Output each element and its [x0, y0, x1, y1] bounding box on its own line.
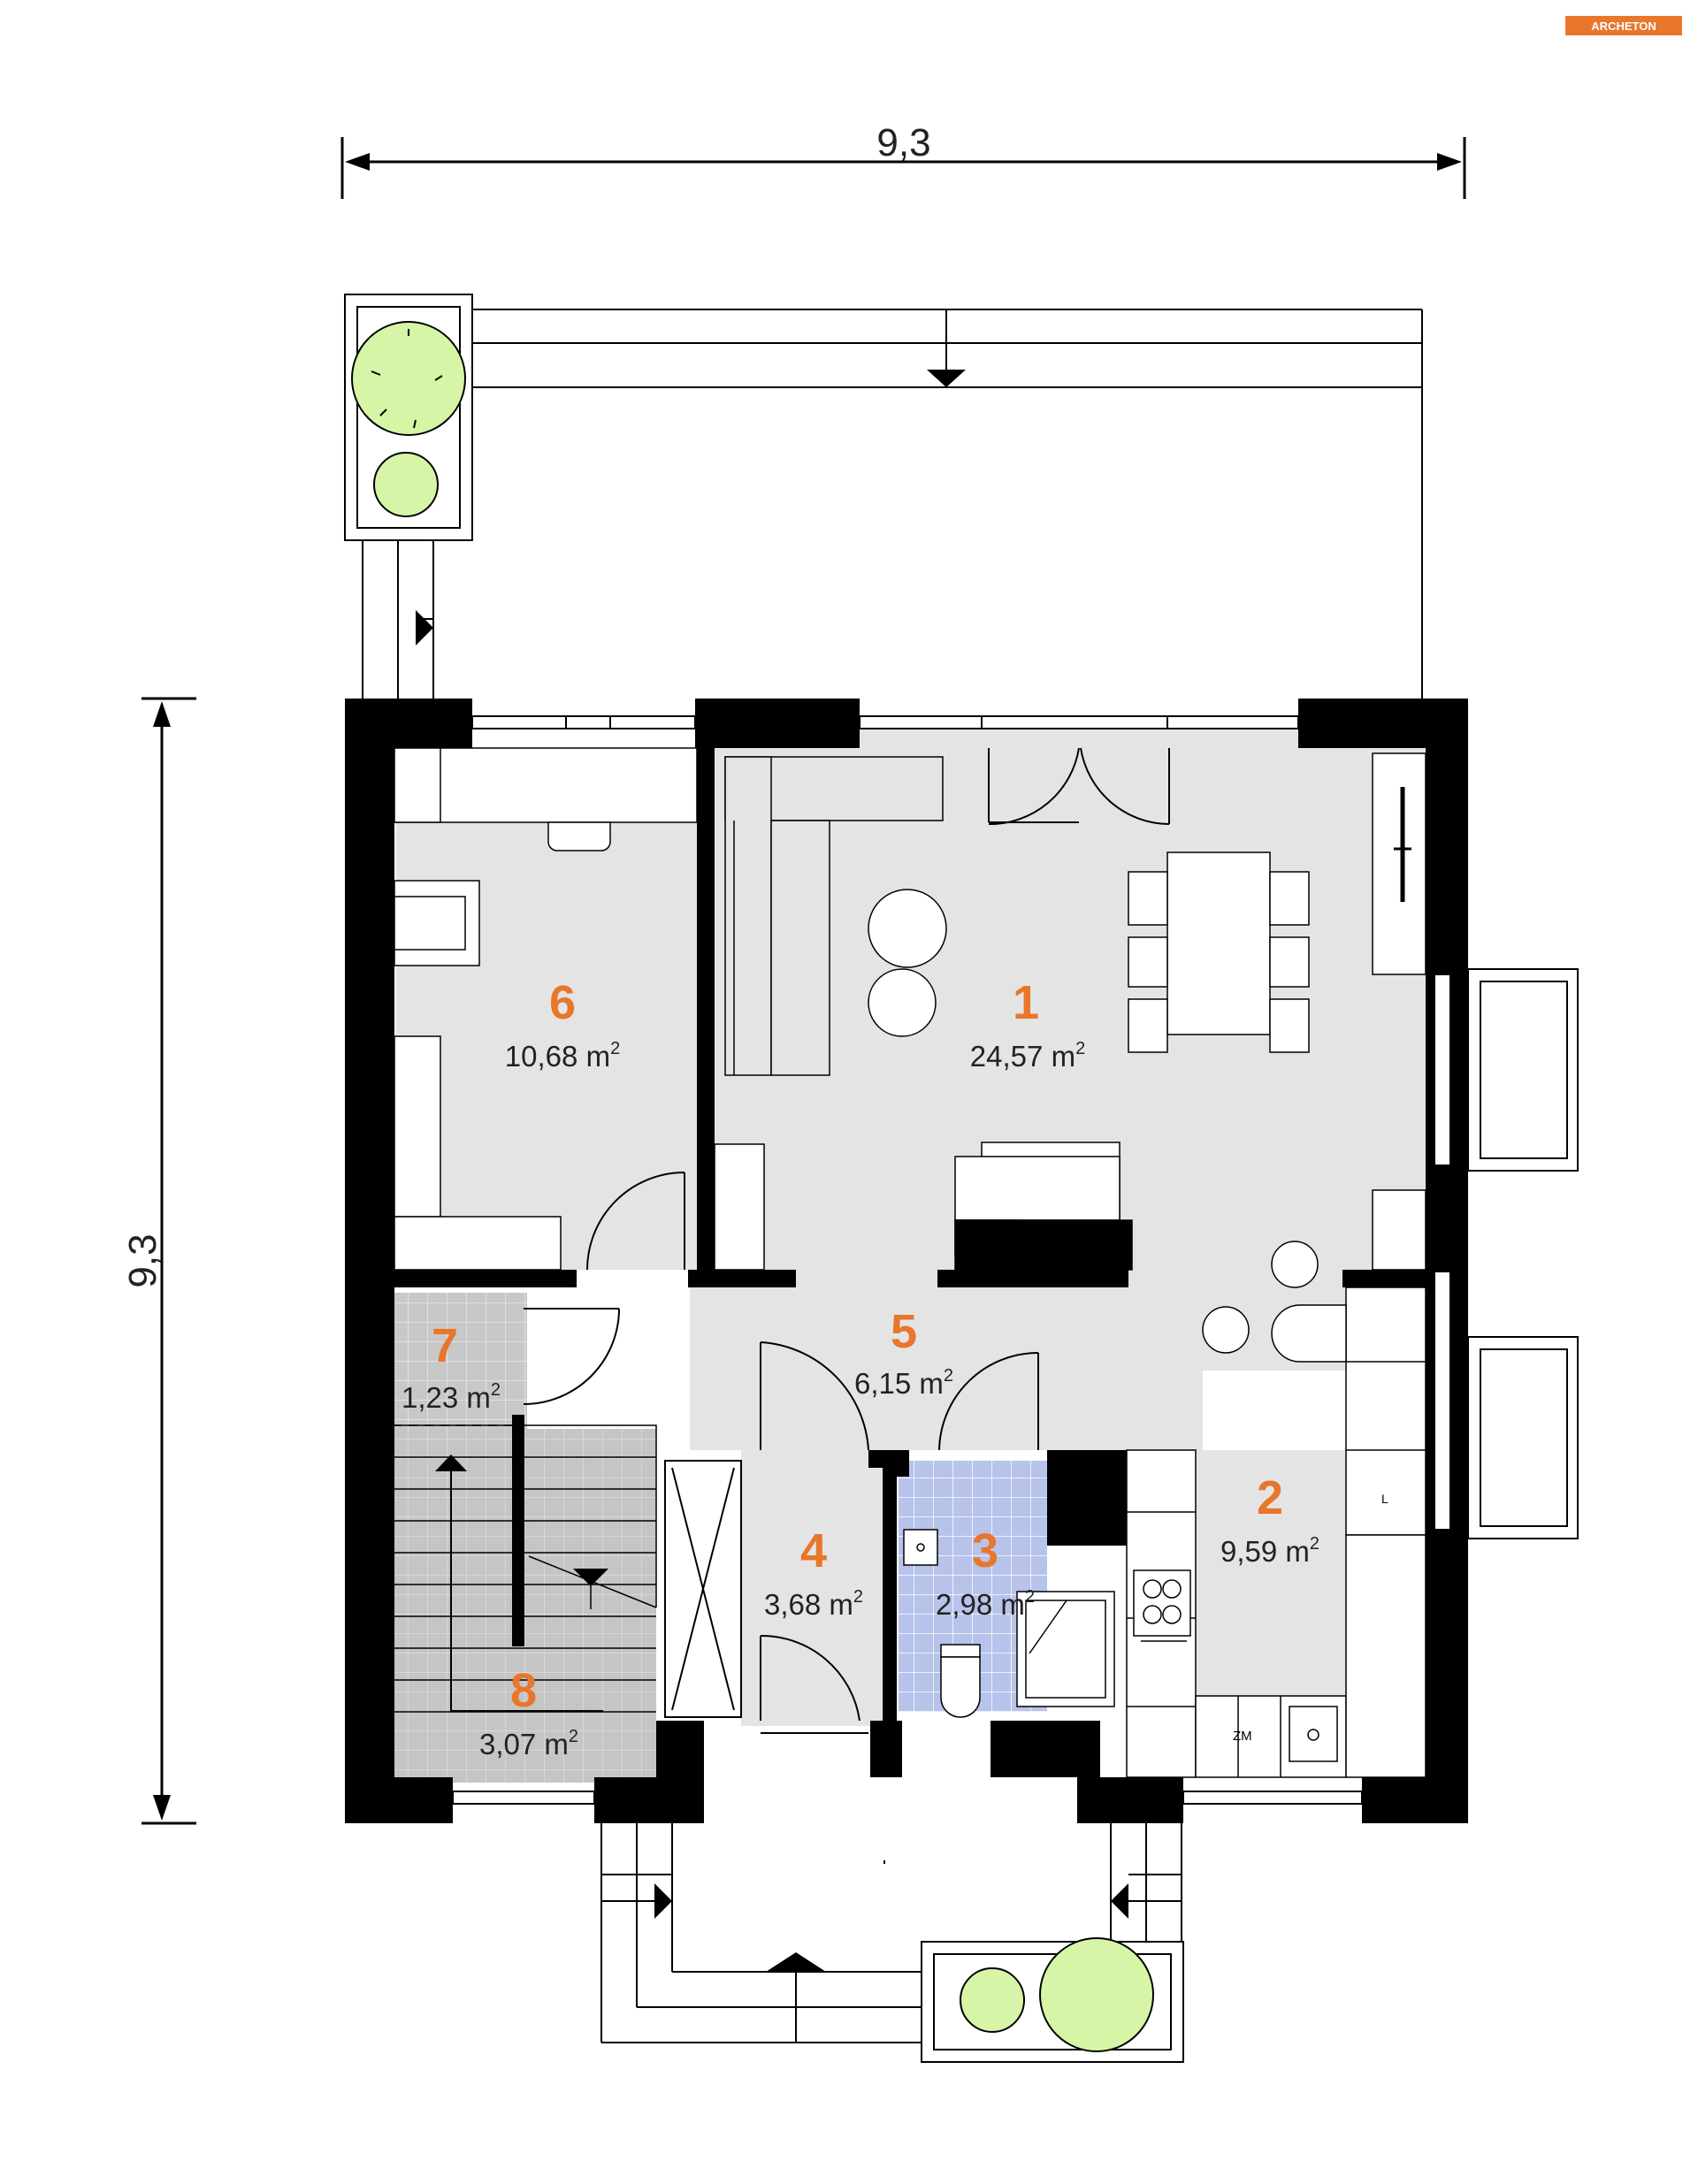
- dishwasher-mark: ZM: [1233, 1729, 1252, 1744]
- room-5-number: 5: [891, 1305, 917, 1358]
- room-labels: 1 24,57 m2 2 9,59 m2 3 2,98 m2 4 3,68 m2…: [402, 976, 1319, 1760]
- porch-right-arrow: [1111, 1883, 1128, 1919]
- room-2-number: 2: [1257, 1471, 1283, 1524]
- coffee-tables: [868, 889, 947, 1037]
- room-8-area: 3,07 m2: [479, 1727, 578, 1760]
- porch-left-arrow: [654, 1883, 672, 1919]
- room-6-area: 10,68 m2: [505, 1039, 620, 1073]
- svg-text:ARCHETON: ARCHETON: [1591, 19, 1656, 33]
- breakfast-stools: [1202, 1241, 1347, 1363]
- room-8-number: 8: [510, 1664, 537, 1717]
- room-1-number: 1: [1013, 976, 1039, 1029]
- tv-cabinet: [1372, 752, 1426, 975]
- porch-entry-arrow: [766, 1952, 826, 1972]
- room-6-number: 6: [549, 976, 576, 1029]
- height-dimension-label: 9,3: [121, 1233, 164, 1287]
- sofa: [724, 756, 944, 1076]
- doors: [523, 747, 1170, 1734]
- room-4-number: 4: [800, 1524, 827, 1577]
- planter-south: [921, 1937, 1184, 2063]
- stair-core-wall: [512, 1415, 524, 1646]
- room-3-number: 3: [972, 1524, 998, 1577]
- room-7-number: 7: [432, 1319, 458, 1372]
- stair-up-arrow: [435, 1455, 467, 1471]
- terrace: [344, 294, 1423, 699]
- room-4-area: 3,68 m2: [764, 1587, 863, 1621]
- room-2-area: 9,59 m2: [1220, 1534, 1319, 1568]
- height-dimension: [142, 697, 196, 1825]
- room-1-area: 24,57 m2: [970, 1039, 1085, 1073]
- terrace-entry-arrow: [927, 370, 966, 387]
- planter-north: [351, 321, 466, 517]
- terrace-step-arrow: [416, 610, 433, 645]
- room-7-area: 1,23 m2: [402, 1380, 501, 1414]
- cooktop: [1133, 1569, 1191, 1642]
- window-mullions: [565, 716, 1168, 729]
- fireplace: [954, 1142, 1133, 1271]
- width-dimension: [340, 137, 1466, 199]
- width-dimension-label: 9,3: [876, 121, 930, 164]
- room-3-area: 2,98 m2: [936, 1587, 1035, 1621]
- shelf-column: [714, 1143, 1426, 1271]
- wardrobe: [664, 1460, 742, 1718]
- bathroom-fixtures: [903, 1529, 1115, 1718]
- fridge-mark: L: [1381, 1492, 1388, 1506]
- stair-down-arrow: [573, 1569, 608, 1586]
- east-balconies: [1467, 968, 1579, 1539]
- exterior-walls: [345, 699, 1468, 1823]
- windows: [452, 715, 1451, 1805]
- study-furniture: [394, 747, 698, 1271]
- brand-logo: ARCHETON: [1565, 16, 1682, 35]
- room-5-area: 6,15 m2: [854, 1366, 953, 1400]
- dining-set: [1128, 851, 1310, 1053]
